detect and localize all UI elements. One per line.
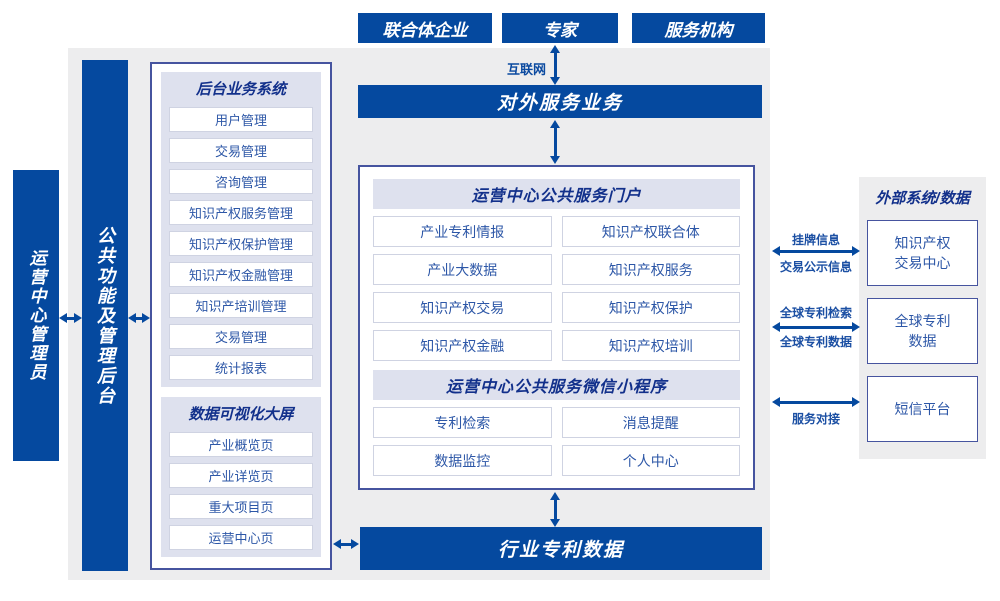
miniprogram-grid: 专利检索 消息提醒 数据监控 个人中心 <box>373 407 740 476</box>
list-item: 知识产权保护管理 <box>169 231 313 256</box>
backend-system-group: 后台业务系统 用户管理 交易管理 咨询管理 知识产权服务管理 知识产权保护管理 … <box>161 72 321 387</box>
public-function-backend-bar: 公共功能及管理后台 <box>82 60 128 571</box>
actor-box-consortium-enterprise: 联合体企业 <box>358 13 492 43</box>
backend-system-title: 后台业务系统 <box>195 81 286 98</box>
list-item: 知识产权金融管理 <box>169 262 313 287</box>
list-item: 产业概览页 <box>169 432 313 457</box>
public-function-backend-label: 公共功能及管理后台 <box>95 225 115 406</box>
grid-item: 产业大数据 <box>373 254 552 285</box>
external-system-box-sms: 短信平台 <box>867 376 978 442</box>
backend-panel: 后台业务系统 用户管理 交易管理 咨询管理 知识产权服务管理 知识产权保护管理 … <box>150 62 332 570</box>
grid-item: 知识产权服务 <box>561 254 740 285</box>
double-arrow-icon <box>772 397 860 407</box>
list-item: 重大项目页 <box>169 494 313 519</box>
miniprogram-title: 运营中心公共服务微信小程序 <box>373 370 740 400</box>
list-item: 知识产权服务管理 <box>169 200 313 225</box>
ext-box-line: 知识产权 <box>894 235 951 251</box>
grid-item: 产业专利情报 <box>373 216 552 247</box>
external-system-box-global-patent: 全球专利 数据 <box>867 298 978 364</box>
ext-box-line: 数据 <box>908 333 937 349</box>
list-item: 咨询管理 <box>169 169 313 194</box>
connection-label-global-patent-search: 全球专利检索 <box>779 306 852 320</box>
actor-box-expert: 专家 <box>502 13 618 43</box>
grid-item: 专利检索 <box>373 407 552 438</box>
grid-item: 知识产权交易 <box>373 292 552 323</box>
grid-item: 数据监控 <box>373 445 552 476</box>
list-item: 用户管理 <box>169 107 313 132</box>
list-item: 交易管理 <box>169 324 313 349</box>
grid-item: 知识产权联合体 <box>561 216 740 247</box>
public-service-panel: 运营中心公共服务门户 产业专利情报 知识产权联合体 产业大数据 知识产权服务 知… <box>358 165 755 490</box>
external-systems-panel: 外部系统/数据 知识产权 交易中心 全球专利 数据 短信平台 <box>859 177 986 459</box>
list-item: 产业详览页 <box>169 463 313 488</box>
external-system-box-ip-exchange: 知识产权 交易中心 <box>867 220 978 286</box>
double-arrow-icon <box>772 246 860 256</box>
ext-box-line: 全球专利 <box>894 313 951 329</box>
list-item: 统计报表 <box>169 355 313 380</box>
double-arrow-icon <box>550 120 560 164</box>
double-arrow-icon <box>550 45 560 85</box>
external-service-bar: 对外服务业务 <box>358 85 762 118</box>
list-item: 运营中心页 <box>169 525 313 550</box>
double-arrow-icon <box>128 313 150 323</box>
connection-label-listing-info: 挂牌信息 <box>791 233 840 247</box>
operation-center-admin-box: 运营中心管理员 <box>13 170 59 461</box>
grid-item: 知识产权保护 <box>561 292 740 323</box>
grid-item: 消息提醒 <box>561 407 740 438</box>
double-arrow-icon <box>772 322 860 332</box>
ext-box-line: 交易中心 <box>894 255 951 271</box>
connection-label-service-docking: 服务对接 <box>791 412 840 426</box>
double-arrow-icon <box>333 539 359 549</box>
portal-title: 运营中心公共服务门户 <box>373 179 740 209</box>
list-item: 交易管理 <box>169 138 313 163</box>
portal-grid: 产业专利情报 知识产权联合体 产业大数据 知识产权服务 知识产权交易 知识产权保… <box>373 216 740 361</box>
operation-center-admin-label: 运营中心管理员 <box>26 249 46 382</box>
grid-item: 知识产权金融 <box>373 330 552 361</box>
actor-box-service-agency: 服务机构 <box>632 13 765 43</box>
connection-label-global-patent-data: 全球专利数据 <box>779 335 852 349</box>
ext-box-line: 短信平台 <box>894 401 951 417</box>
external-systems-title: 外部系统/数据 <box>875 190 970 207</box>
industry-patent-data-bar: 行业专利数据 <box>360 527 762 570</box>
data-visualization-group: 数据可视化大屏 产业概览页 产业详览页 重大项目页 运营中心页 <box>161 397 321 557</box>
double-arrow-icon <box>59 313 82 323</box>
grid-item: 个人中心 <box>561 445 740 476</box>
connection-label-trade-publicity: 交易公示信息 <box>779 260 852 274</box>
double-arrow-icon <box>550 492 560 527</box>
grid-item: 知识产权培训 <box>561 330 740 361</box>
data-visualization-title: 数据可视化大屏 <box>188 406 294 423</box>
internet-label: 互联网 <box>506 62 546 77</box>
list-item: 知识产培训管理 <box>169 293 313 318</box>
